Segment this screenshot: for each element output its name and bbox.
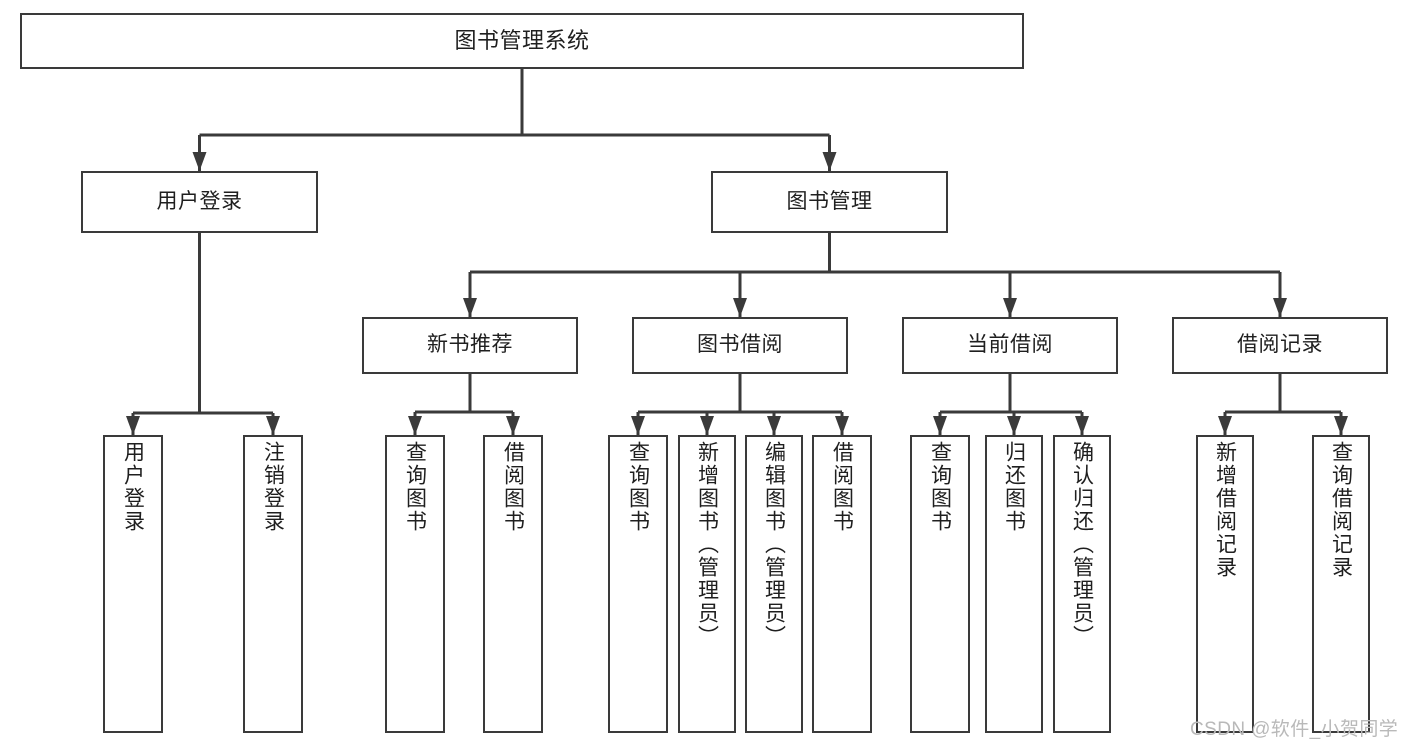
node-leaf-query-book-cur[interactable]: 查询图书 (910, 435, 970, 733)
edge-arrowhead-icon (506, 416, 520, 435)
node-label-leaf-return-book: 归还图书 (1002, 441, 1026, 533)
node-label-leaf-borrow-book-rec: 借阅图书 (501, 441, 525, 533)
node-label-book-manage: 图书管理 (786, 189, 873, 213)
edge-arrowhead-icon (1007, 416, 1021, 435)
node-label-leaf-confirm-return: 确认归还（管理员） (1070, 441, 1094, 648)
node-user-login[interactable]: 用户登录 (81, 171, 318, 233)
node-new-book-rec[interactable]: 新书推荐 (362, 317, 578, 374)
node-leaf-borrow-book[interactable]: 借阅图书 (812, 435, 872, 733)
edge-arrowhead-icon (266, 416, 280, 435)
node-leaf-query-book[interactable]: 查询图书 (608, 435, 668, 733)
node-label-leaf-query-record: 查询借阅记录 (1329, 441, 1353, 579)
node-label-leaf-query-book-rec: 查询图书 (403, 441, 427, 533)
node-book-borrow[interactable]: 图书借阅 (632, 317, 848, 374)
node-leaf-add-book[interactable]: 新增图书（管理员） (678, 435, 736, 733)
edge-arrowhead-icon (767, 416, 781, 435)
node-leaf-confirm-return[interactable]: 确认归还（管理员） (1053, 435, 1111, 733)
node-leaf-edit-book[interactable]: 编辑图书（管理员） (745, 435, 803, 733)
node-borrow-record[interactable]: 借阅记录 (1172, 317, 1388, 374)
node-leaf-query-book-rec[interactable]: 查询图书 (385, 435, 445, 733)
node-label-leaf-add-book: 新增图书（管理员） (695, 441, 719, 648)
edge-arrowhead-icon (408, 416, 422, 435)
edge-arrowhead-icon (1273, 298, 1287, 317)
node-label-leaf-add-record: 新增借阅记录 (1213, 441, 1237, 579)
edge-arrowhead-icon (822, 152, 837, 171)
edge-arrowhead-icon (700, 416, 714, 435)
node-label-leaf-user-login: 用户登录 (121, 441, 145, 533)
node-label-leaf-edit-book: 编辑图书（管理员） (762, 441, 786, 648)
node-leaf-user-login[interactable]: 用户登录 (103, 435, 163, 733)
node-label-borrow-record: 借阅记录 (1237, 333, 1323, 357)
edge-arrowhead-icon (192, 152, 207, 171)
node-leaf-logout[interactable]: 注销登录 (243, 435, 303, 733)
node-root[interactable]: 图书管理系统 (20, 13, 1024, 69)
node-leaf-query-record[interactable]: 查询借阅记录 (1312, 435, 1370, 733)
edge-arrowhead-icon (1334, 416, 1348, 435)
edge-arrowhead-icon (1075, 416, 1089, 435)
edge-arrowhead-icon (1003, 298, 1017, 317)
node-leaf-add-record[interactable]: 新增借阅记录 (1196, 435, 1254, 733)
edge-arrowhead-icon (126, 416, 140, 435)
node-label-leaf-query-book-cur: 查询图书 (928, 441, 952, 533)
node-leaf-return-book[interactable]: 归还图书 (985, 435, 1043, 733)
node-current-borrow[interactable]: 当前借阅 (902, 317, 1118, 374)
node-label-user-login: 用户登录 (156, 189, 243, 213)
edge-arrowhead-icon (1218, 416, 1232, 435)
node-book-manage[interactable]: 图书管理 (711, 171, 948, 233)
node-label-root: 图书管理系统 (454, 28, 590, 54)
edge-arrowhead-icon (933, 416, 947, 435)
node-leaf-borrow-book-rec[interactable]: 借阅图书 (483, 435, 543, 733)
node-label-new-book-rec: 新书推荐 (427, 333, 513, 357)
node-label-book-borrow: 图书借阅 (697, 333, 783, 357)
edge-arrowhead-icon (835, 416, 849, 435)
edge-arrowhead-icon (463, 298, 477, 317)
node-label-leaf-query-book: 查询图书 (626, 441, 650, 533)
node-label-leaf-borrow-book: 借阅图书 (830, 441, 854, 533)
node-label-leaf-logout: 注销登录 (261, 441, 285, 533)
edge-arrowhead-icon (733, 298, 747, 317)
node-label-current-borrow: 当前借阅 (967, 333, 1053, 357)
edge-arrowhead-icon (631, 416, 645, 435)
